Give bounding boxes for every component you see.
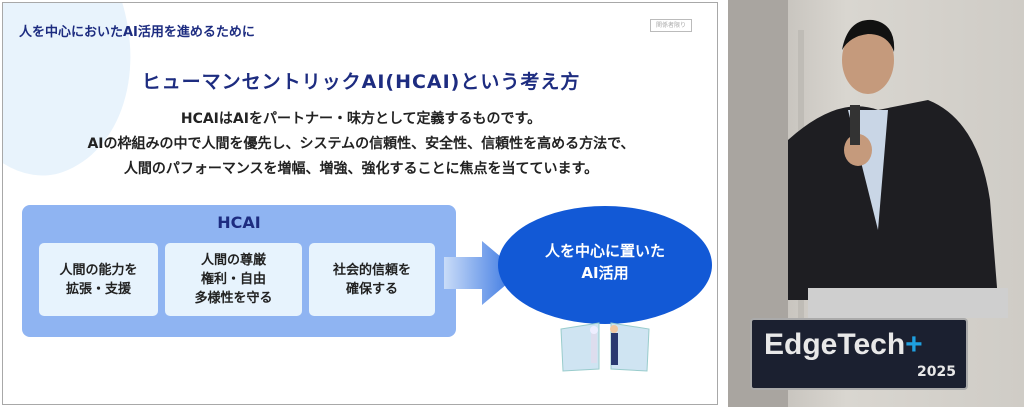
sign-brand-text: EdgeTech — [764, 328, 906, 361]
hcai-box: HCAI 人間の能力を 拡張・支援 人間の尊厳 権利・自由 多様性を守る 社会的… — [22, 205, 456, 337]
card-dignity: 人間の尊厳 権利・自由 多様性を守る — [165, 243, 302, 316]
body-line: AIの枠組みの中で人間を優先し、システムの信頼性、安全性、信頼性を高める方法で、 — [87, 136, 635, 152]
sign-plus: + — [905, 328, 923, 361]
slide-body: HCAIはAIをパートナー・味方として定義するものです。 AIの枠組みの中で人間… — [3, 107, 717, 182]
presentation-slide: 人を中心においたAI活用を進めるために 関係者限り ヒューマンセントリックAI(… — [2, 2, 718, 405]
sign-brand: EdgeTech+ — [764, 328, 923, 362]
sign-year: 2025 — [917, 364, 956, 380]
card-augment: 人間の能力を 拡張・支援 — [39, 243, 158, 316]
goal-ellipse: 人を中心に置いた AI活用 — [498, 206, 712, 324]
card-trust: 社会的信頼を 確保する — [309, 243, 435, 316]
section-title: 人を中心においたAI活用を進めるために — [19, 25, 255, 40]
slide-title: ヒューマンセントリックAI(HCAI)という考え方 — [141, 71, 581, 93]
body-line: HCAIはAIをパートナー・味方として定義するものです。 — [180, 111, 542, 127]
speaker-photo: EdgeTech+ 2025 — [728, 0, 1024, 407]
body-line: 人間のパフォーマンスを増幅、増強、強化することに焦点を当てています。 — [123, 161, 599, 177]
confidential-badge: 関係者限り — [650, 19, 692, 32]
hcai-label: HCAI — [217, 213, 261, 232]
human-robot-handshake-illustration — [560, 322, 650, 372]
podium-sign: EdgeTech+ 2025 — [750, 318, 968, 390]
